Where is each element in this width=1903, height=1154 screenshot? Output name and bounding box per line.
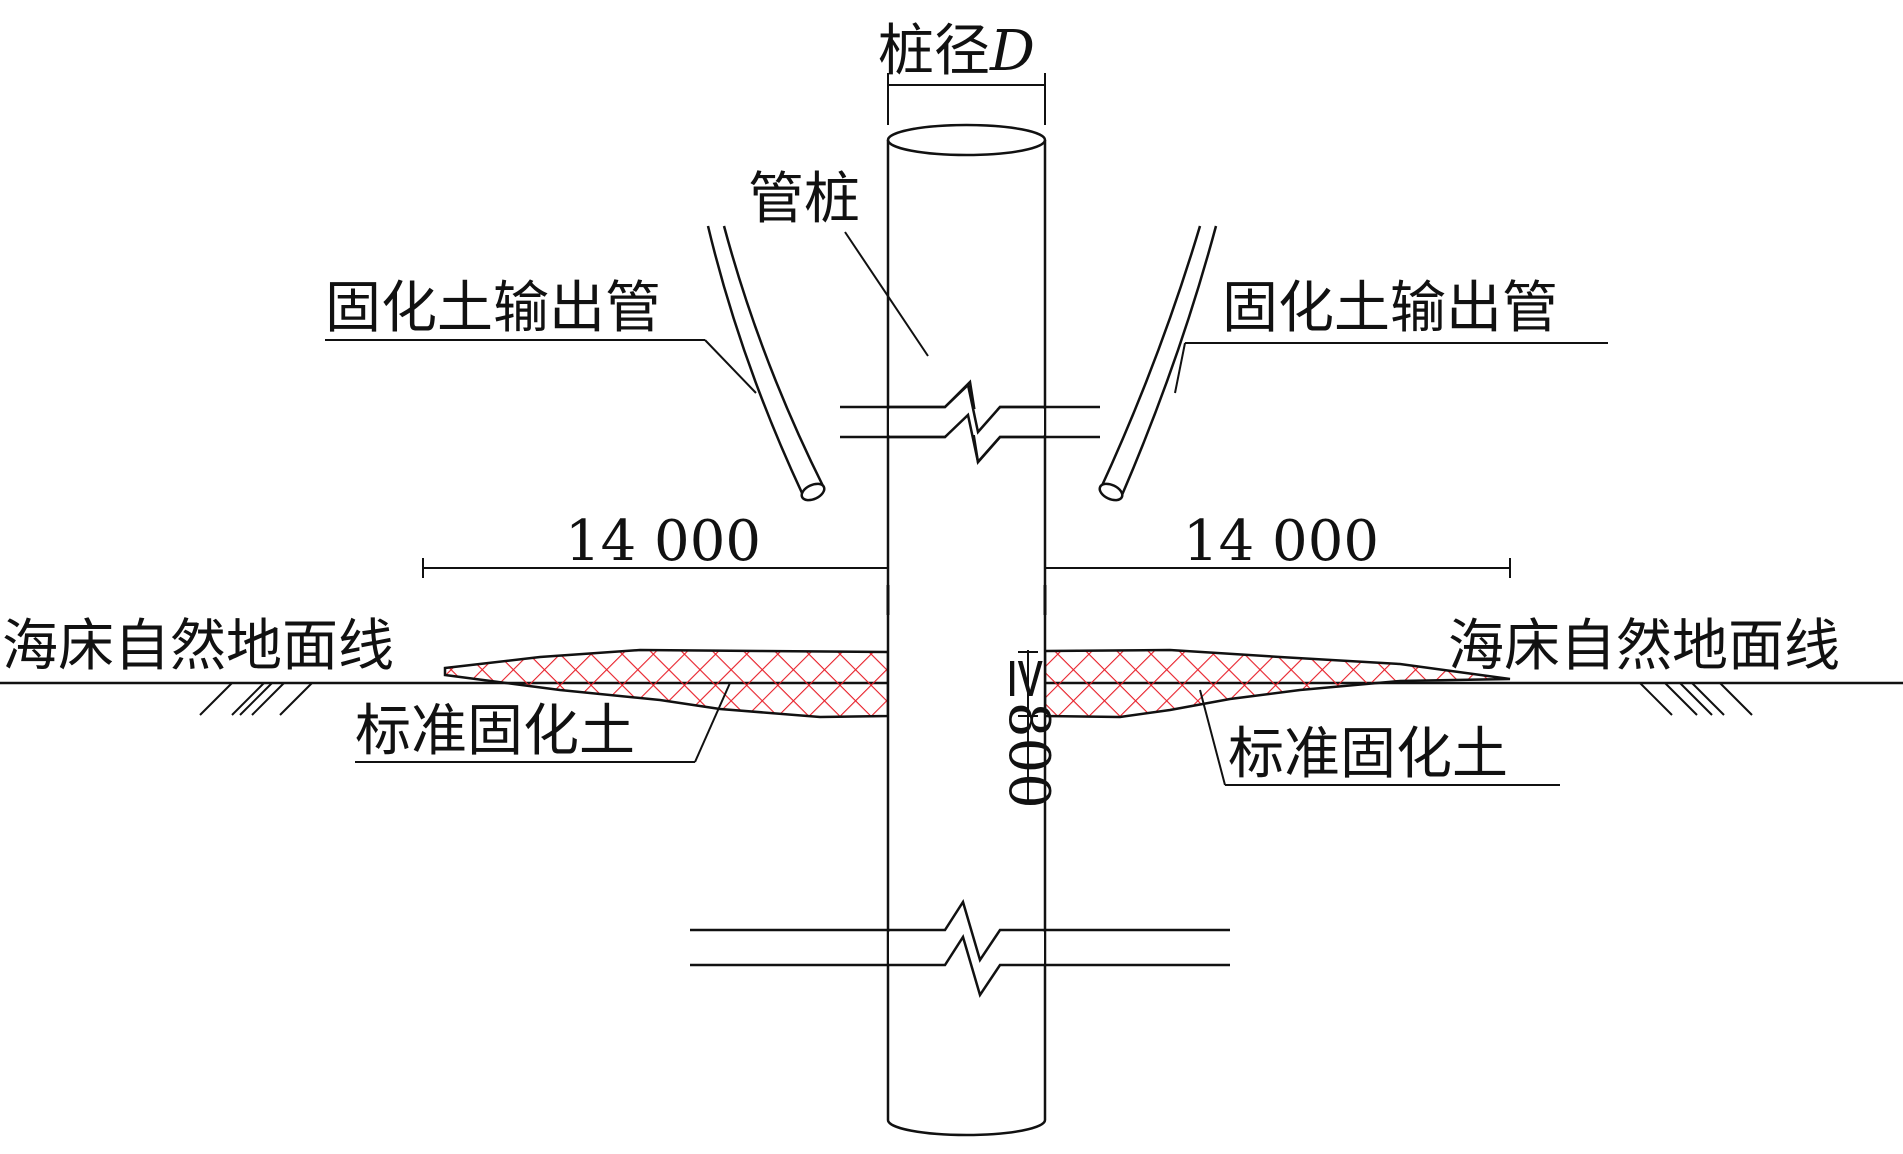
dimension-right-label: 14 000 [1183,509,1379,574]
dimension-right [1043,558,1511,615]
soil-left-label: 标准固化土 [355,699,635,764]
ground-hatch-left [199,682,313,716]
pile-diameter-label: 桩径D [878,19,1035,84]
soil-right-label: 标准固化土 [1228,722,1508,787]
ground-hatch-right [1639,682,1753,716]
output-pipe-right [1098,225,1218,502]
pile-diameter-dimension [887,73,1046,125]
solidified-soil-right [1043,648,1511,719]
thickness-label: ≥800 [996,655,1061,809]
output-pipe-left [706,225,826,502]
pipe-pile [886,123,1047,1140]
thickness-dimension [1018,650,1038,800]
break-symbol-lower [690,899,1230,998]
seabed-line-left-label: 海床自然地面线 [2,614,394,679]
dimension-left-label: 14 000 [565,509,761,574]
seabed-line-right-label: 海床自然地面线 [1448,614,1840,679]
leader-lines [325,231,1608,786]
dimension-left [422,558,890,615]
output-pipe-left-label: 固化土输出管 [325,276,661,341]
solidified-soil-left [443,648,890,719]
output-pipe-right-label: 固化土输出管 [1222,276,1558,341]
break-symbol-upper [840,379,1100,465]
pipe-pile-label: 管桩 [748,167,860,232]
